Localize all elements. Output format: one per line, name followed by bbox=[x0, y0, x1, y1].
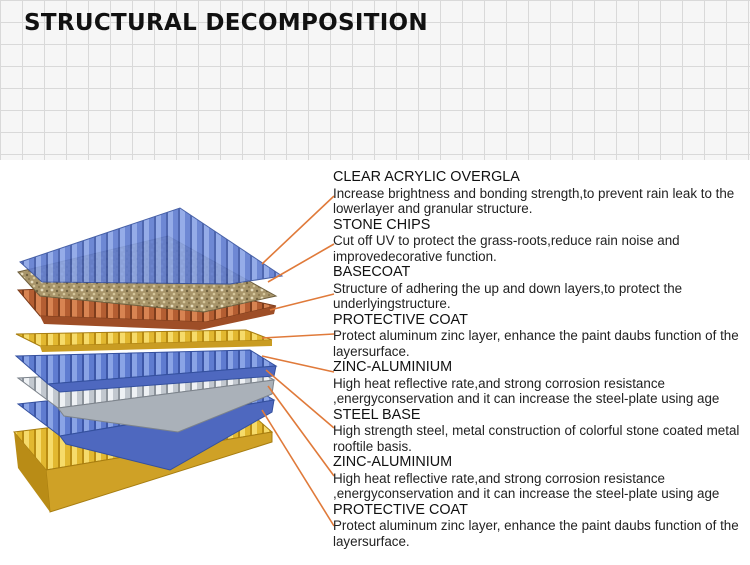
layer-entry-zinc-aluminium: ZINC-ALUMINIUM High heat reflective rate… bbox=[333, 359, 747, 407]
layer-name: BASECOAT bbox=[333, 264, 411, 280]
layer-name: PROTECTIVE COAT bbox=[333, 311, 468, 328]
roof-layers-illustration bbox=[13, 195, 335, 527]
layer-entry-steel-base: STEEL BASE High strength steel, metal co… bbox=[333, 406, 747, 455]
layer-name: STONE CHIPS bbox=[333, 216, 431, 233]
layer-description: Cut off UV to protect the grass-roots,re… bbox=[333, 233, 680, 264]
layer-description: High strength steel, metal construction … bbox=[333, 423, 740, 454]
layer-name: ZINC-ALUMINIUM bbox=[333, 359, 453, 375]
layer-entry-clear-acrylic: CLEAR ACRYLIC OVERGLA Increase brightnes… bbox=[333, 169, 747, 217]
layer-name: CLEAR ACRYLIC OVERGLA bbox=[333, 169, 520, 185]
layer-description: Protect aluminum zinc layer, enhance the… bbox=[333, 328, 739, 359]
leader-lines bbox=[261, 195, 335, 527]
layer-description: High heat reflective rate,and strong cor… bbox=[333, 470, 720, 502]
layer-entry-protective-coat: PROTECTIVE COAT Protect aluminum zinc la… bbox=[333, 311, 747, 360]
layer-protective-coat-upper bbox=[15, 329, 273, 352]
layer-clear-acrylic-overglaze bbox=[19, 207, 284, 285]
layer-description: High heat reflective rate,and strong cor… bbox=[333, 375, 720, 407]
layer-entry-zinc-aluminium-2: ZINC-ALUMINIUM High heat reflective rate… bbox=[333, 454, 747, 502]
layer-entry-stone-chips: STONE CHIPS Cut off UV to protect the gr… bbox=[333, 216, 747, 265]
layer-entry-protective-coat-2: PROTECTIVE COAT Protect aluminum zinc la… bbox=[333, 501, 747, 550]
layer-descriptions: CLEAR ACRYLIC OVERGLA Increase brightnes… bbox=[333, 169, 747, 550]
layer-entry-basecoat: BASECOAT Structure of adhering the up an… bbox=[333, 264, 747, 312]
layer-description: Increase brightness and bonding strength… bbox=[333, 185, 735, 217]
page-title: STRUCTURAL DECOMPOSITION bbox=[24, 10, 428, 36]
grid-header-background bbox=[0, 0, 750, 160]
layer-description: Structure of adhering the up and down la… bbox=[333, 280, 683, 312]
layer-description: Protect aluminum zinc layer, enhance the… bbox=[333, 518, 739, 549]
layer-name: STEEL BASE bbox=[333, 406, 421, 423]
layer-name: PROTECTIVE COAT bbox=[333, 501, 468, 518]
layer-name: ZINC-ALUMINIUM bbox=[333, 454, 453, 470]
